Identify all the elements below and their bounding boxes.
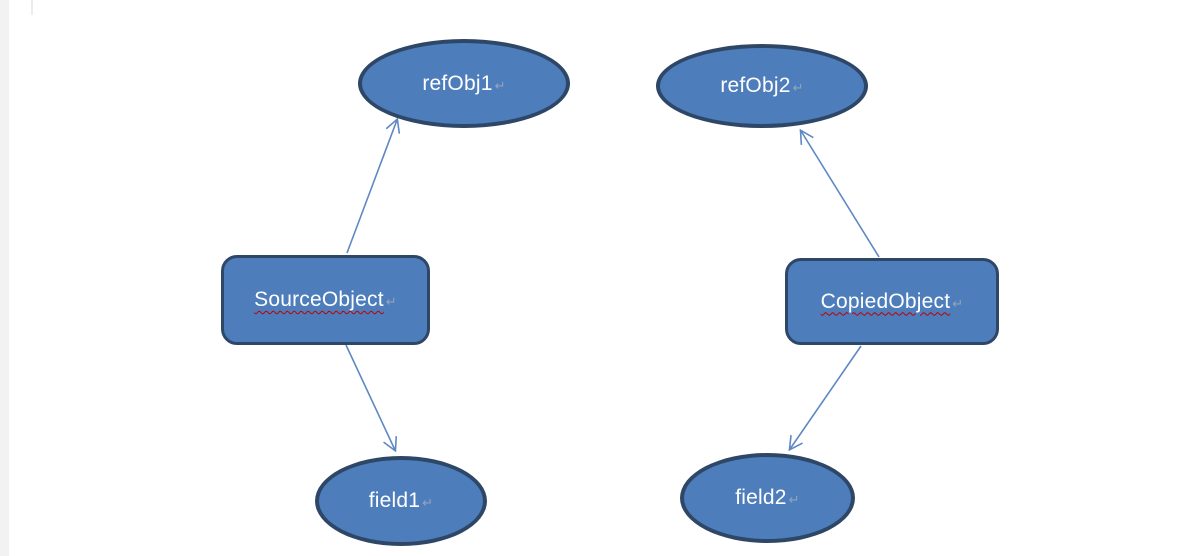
return-mark: ↵ [422, 495, 434, 510]
node-label: CopiedObject [820, 289, 951, 313]
return-mark: ↵ [788, 492, 800, 507]
node-label: refObj2 [720, 74, 791, 97]
return-mark: ↵ [494, 77, 506, 93]
text-cursor-artifact [31, 0, 33, 15]
node-field1[interactable]: field1↵ [315, 456, 487, 546]
connector-copiedobject-to-refobj2[interactable] [799, 128, 880, 258]
node-copiedobject[interactable]: CopiedObject↵ [785, 258, 999, 345]
node-sourceobject[interactable]: SourceObject↵ [221, 255, 430, 345]
node-label: refObj1 [422, 71, 493, 95]
node-field2[interactable]: field2↵ [680, 453, 855, 543]
page-margin-strip [0, 0, 9, 556]
node-label: SourceObject [254, 288, 384, 311]
connector-sourceobject-to-field1[interactable] [345, 344, 398, 453]
connector-sourceobject-to-refobj1[interactable] [346, 117, 401, 254]
node-refobj1[interactable]: refObj1↵ [358, 39, 570, 128]
return-mark: ↵ [792, 80, 804, 95]
node-label: field1 [368, 489, 421, 512]
return-mark: ↵ [952, 295, 964, 311]
connector-copiedobject-to-field2[interactable] [788, 345, 862, 452]
node-refobj2[interactable]: refObj2↵ [656, 44, 868, 128]
return-mark: ↵ [385, 294, 397, 309]
node-label: field2 [735, 486, 787, 509]
